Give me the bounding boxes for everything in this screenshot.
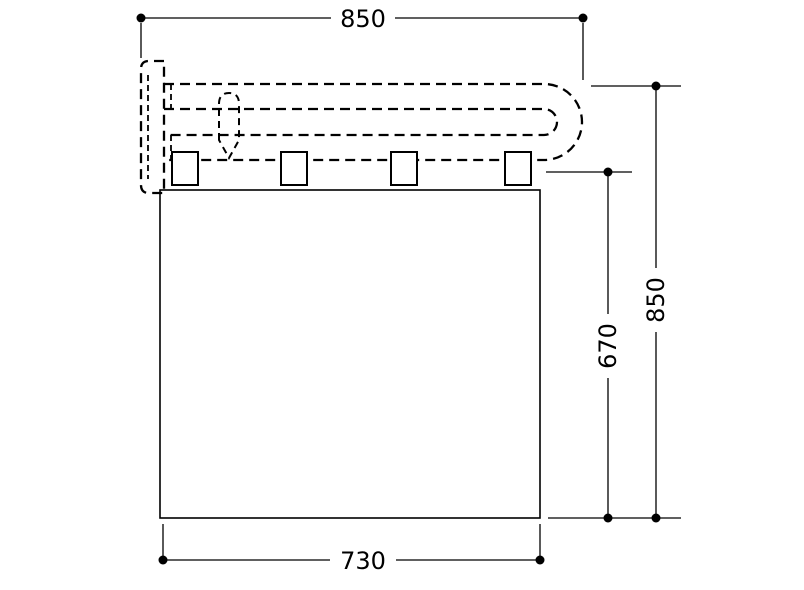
dimension-labels: 850 850 670 730 [340, 5, 670, 575]
dimension-lines [140, 17, 681, 561]
dim-dot [535, 555, 545, 565]
rail-outer-contour [164, 82, 584, 162]
dim-dot [158, 555, 168, 565]
curtain-hangers [171, 151, 532, 186]
rail-inner-contour [164, 107, 559, 137]
dim-dot [651, 513, 661, 523]
hanger-tab [280, 151, 308, 186]
dimension-dots [136, 13, 661, 565]
dim-dot [603, 167, 613, 177]
dim-dot [651, 81, 661, 91]
label-top-width: 850 [340, 5, 386, 33]
hanger-tab [504, 151, 532, 186]
label-panel-height: 670 [594, 323, 622, 369]
hinge-lever-outline [218, 91, 240, 161]
grab-rail-group [139, 59, 584, 195]
hanger-tab [390, 151, 418, 186]
hanger-tab [171, 151, 199, 186]
dim-dot [136, 13, 146, 23]
wall-plate-outline [139, 59, 166, 195]
curtain-panel [159, 189, 541, 519]
dim-dot [578, 13, 588, 23]
label-overall-height: 850 [642, 277, 670, 323]
dim-dot [603, 513, 613, 523]
label-panel-width: 730 [340, 547, 386, 575]
